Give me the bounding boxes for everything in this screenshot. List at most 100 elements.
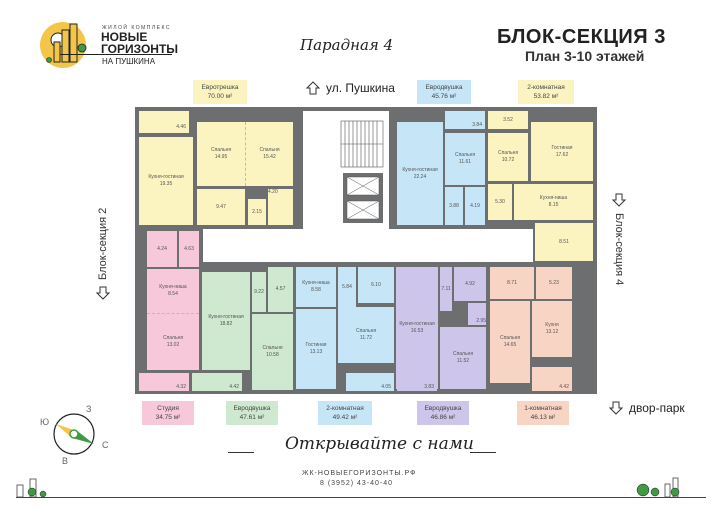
room-area: 3.52 [503,116,513,123]
room-bathroom: 8.51 [535,223,593,261]
logo-title-line2: ГОРИЗОНТЫ [101,42,179,56]
ground-line [16,497,706,498]
compass-west: З [86,404,92,414]
apartment-type: Евротрешка [201,84,239,91]
room-area: 13.13 [309,349,323,355]
room-area: 5.30 [495,198,505,205]
apartment-area: 46.86 м² [430,414,456,421]
room-area: 4.05 [381,384,391,390]
room-name: Спальня [162,335,184,341]
room-area: 22.24 [413,173,427,180]
footer-website: ЖК-НОВЫЕГОРИЗОНТЫ.РФ [302,470,417,477]
room-balcony: 3.84 [445,111,485,129]
room-name: Кухня-ниша [159,284,187,290]
room-name: Кухня-гостиная [402,166,438,173]
room-hallway: 4.63 [179,231,199,267]
room-balcony: 4.05 [346,373,394,391]
corridor [203,229,533,262]
room-name: Спальня [452,351,474,357]
room-name: Спальня [262,345,283,351]
room-name: Спальня [499,335,521,341]
room-balcony: 4.46 [139,111,189,133]
apartment-area: 47.61 м² [239,414,265,421]
room-name: Спальня [210,147,232,153]
room-hallway: 9.22 [252,272,266,312]
room-area: 16.53 [410,328,424,334]
room-area: 9.47 [216,203,226,210]
room-area: 9.22 [254,288,264,295]
apartment-area: 45.76 м² [431,93,457,100]
compass-east: В [62,456,69,466]
room-area: 15.42 [263,154,276,160]
room-area: 4.32 [176,384,186,390]
arrow-down-icon [609,401,623,415]
room-area: 13.12 [545,329,559,335]
room-area: 8.71 [507,279,517,286]
room-area: 3.83 [424,384,434,390]
left-section-name: Блок-секция 2 [97,207,109,280]
stairs-icon [340,120,384,223]
room-area: 2.95 [476,318,486,324]
room-area: 14.95 [214,154,228,160]
room-hallway: 5.30 [488,184,512,220]
room-closet: 2.95 [468,303,486,325]
room-bathroom: 4.57 [268,267,293,312]
apartment-label-bottom-2: Евродвушка 47.61 м² [226,401,278,425]
arrow-right-icon [612,193,626,207]
apartment-area: 53.82 м² [533,93,559,100]
left-section-label: Блок-секция 2 [96,208,110,300]
apartment-type: Евродвушка [424,405,462,412]
footer-dash-right [470,452,496,453]
stair-core [303,111,389,229]
room-hallway: 8.71 [490,267,534,299]
room-area: 5.23 [549,279,559,286]
room-area: 4.63 [184,245,194,252]
room-area: 4.57 [275,286,286,292]
logo-divider [60,54,172,55]
footer-phone: 8 (3952) 43-40-40 [320,480,394,487]
room-area: 7.11 [441,285,451,292]
room-area: 18.82 [219,321,233,327]
city-right-icon [636,477,680,498]
room-bathroom: 6.10 [358,267,394,303]
room-name: Кухня-ниша [302,280,330,286]
apartment-area: 46.13 м² [530,414,556,421]
room-name: Кухня-ниша [539,195,568,201]
room-area: 11.52 [456,358,470,364]
courtyard-label: двор-парк [609,401,685,415]
footer-slogan: Открывайте с нами [285,434,474,454]
room-area: 4.42 [559,384,569,390]
apartment-type: 1-комнатная [524,405,562,412]
apartment-area: 34.75 м² [155,414,181,421]
compass-north: С [102,440,109,450]
room-area: 10.72 [501,157,515,163]
apartment-label-top-1: Евротрешка 70.00 м² [193,80,247,104]
room-area: 4.20 [268,189,278,195]
apartment-type: Студия [157,405,179,412]
floor-plan-subtitle: План 3-10 этажей [525,48,645,64]
room-balcony: 4.32 [139,373,189,391]
logo-small-text: ЖИЛОЙ КОМПЛЕКС [102,25,171,31]
room-area: 8.51 [559,238,569,245]
arrow-up-icon [306,81,320,95]
room-area: 11.72 [359,335,373,341]
room-area: 2.15 [252,208,262,215]
room-bathroom: 4.19 [465,187,485,225]
arrow-left-icon [96,286,110,300]
room-balcony: 4.42 [532,367,572,391]
room-area: 4.46 [176,124,186,130]
